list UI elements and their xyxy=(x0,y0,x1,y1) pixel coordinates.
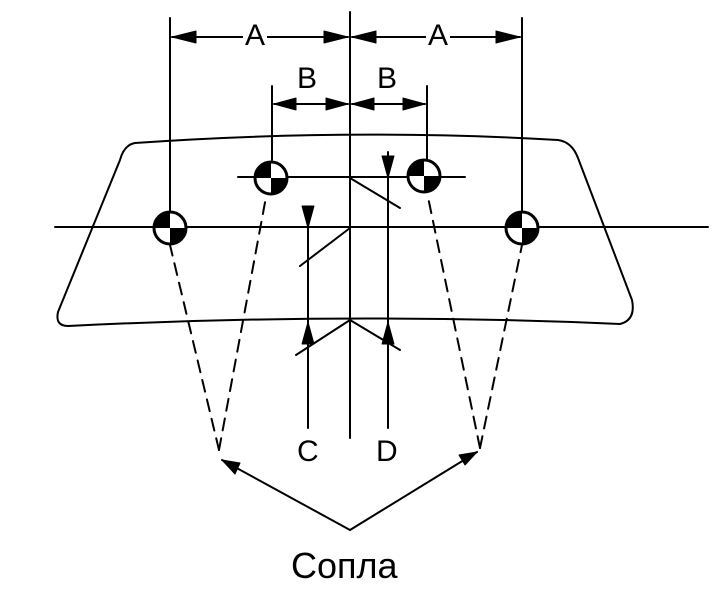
dim-a-left-arrowhead-left xyxy=(171,30,197,44)
leader-left xyxy=(221,459,351,531)
spray-point-left-inner-icon xyxy=(253,160,289,196)
dim-b-right-label: B xyxy=(377,62,398,95)
dim-a-right-arrowhead-left xyxy=(351,30,377,44)
leader-right-arrowhead xyxy=(458,451,478,466)
leader-right xyxy=(349,451,478,531)
dim-c-tick xyxy=(299,227,351,267)
spray-line-left-outer xyxy=(169,244,220,451)
dim-d-tick xyxy=(349,177,401,209)
dim-a-right-label: A xyxy=(426,19,451,52)
leader-left-arrowhead xyxy=(221,459,241,475)
dim-d-label: D xyxy=(376,435,398,468)
dim-b-left-label: B xyxy=(297,62,318,95)
dim-a-left-arrowhead-right xyxy=(323,30,349,44)
nozzles-label: Сопла xyxy=(291,545,398,586)
dim-c-arrowhead-top xyxy=(301,205,315,229)
windshield-outline xyxy=(56,133,634,327)
spray-point-left-outer-icon xyxy=(152,210,188,246)
dim-b-left-arrowhead-right xyxy=(325,97,349,111)
spray-line-right-outer xyxy=(479,244,523,449)
dim-b-right-arrowhead-right xyxy=(402,97,426,111)
dim-d-arrowhead-top xyxy=(381,155,395,179)
dim-b-right-arrowhead-left xyxy=(351,97,375,111)
spray-point-right-outer-icon xyxy=(504,210,540,246)
spray-line-right-inner xyxy=(427,196,481,449)
dim-c-arrowhead-bottom xyxy=(301,321,315,345)
dim-a-left-label: A xyxy=(243,19,268,52)
spray-line-left-inner xyxy=(218,196,267,451)
bottom-v-mark xyxy=(295,319,401,356)
spray-point-right-inner-icon xyxy=(406,158,442,194)
dim-a-right-arrowhead-right xyxy=(495,30,521,44)
dim-d-arrowhead-bottom xyxy=(381,321,395,345)
dim-c-label: C xyxy=(297,435,319,468)
dim-b-left-arrowhead-left xyxy=(273,97,297,111)
